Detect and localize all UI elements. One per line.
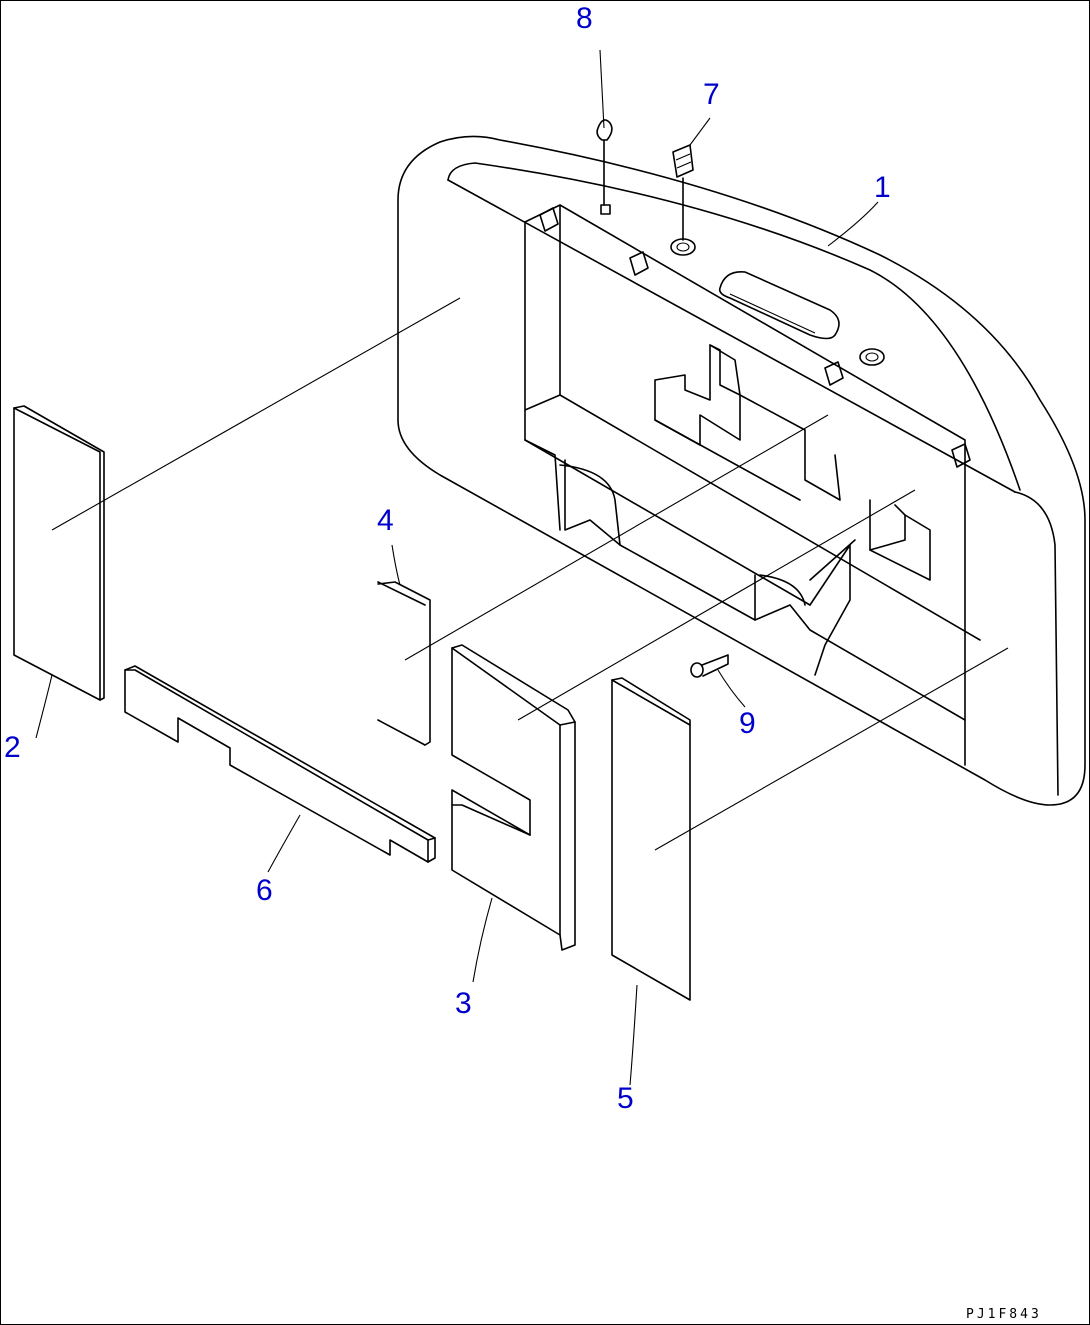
callout-1: 1 <box>874 171 891 204</box>
callout-3: 3 <box>455 987 472 1020</box>
drawing-code: PJ1F843 <box>966 1307 1042 1322</box>
callout-7: 7 <box>703 78 720 111</box>
part-9-screw <box>690 654 729 678</box>
part-4-pad <box>377 581 431 746</box>
assembly-lines <box>51 49 1009 851</box>
callout-8: 8 <box>576 2 593 35</box>
callout-2: 2 <box>4 731 21 764</box>
part-6-strip <box>124 665 436 863</box>
callout-4: 4 <box>377 504 394 537</box>
part-2-pad <box>13 405 105 701</box>
callout-6: 6 <box>256 874 273 907</box>
part-5-pad <box>611 677 691 1001</box>
part-7-bolt <box>672 144 694 241</box>
part-3-pad <box>451 644 576 951</box>
callouts: 1 2 3 4 5 6 7 8 9 <box>4 2 891 1115</box>
callout-5: 5 <box>617 1082 634 1115</box>
callout-9: 9 <box>739 707 756 740</box>
leader-lines <box>35 201 879 1086</box>
